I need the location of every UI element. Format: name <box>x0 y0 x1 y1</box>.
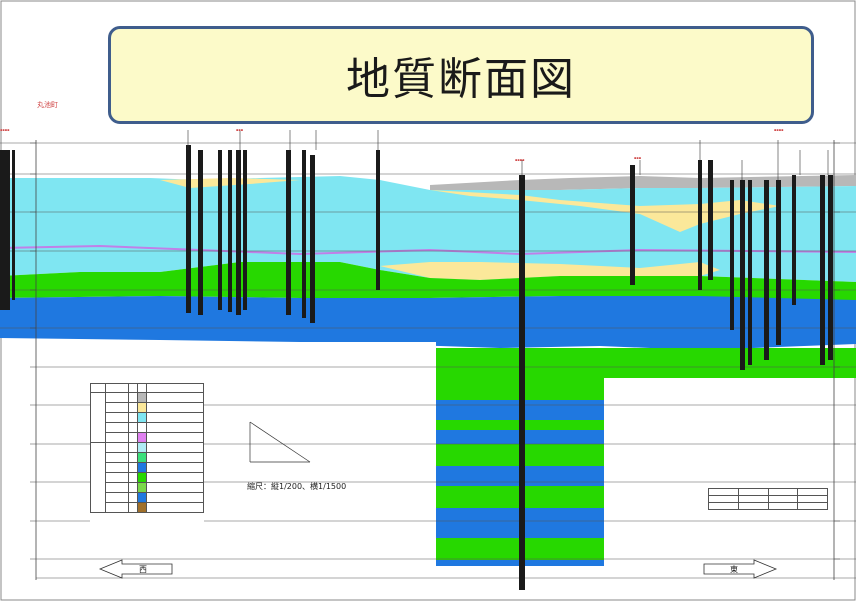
east-arrow-shape <box>703 559 778 579</box>
borehole-label: ▪▪▪▪ <box>774 128 784 132</box>
borehole-headers <box>187 130 829 180</box>
borehole <box>228 150 232 312</box>
scale-triangle <box>249 421 311 463</box>
right-white-block <box>604 378 832 566</box>
borehole <box>820 175 825 365</box>
legend-table <box>90 383 204 528</box>
borehole <box>630 165 635 285</box>
stratum-blue <box>0 296 856 350</box>
borehole <box>776 180 781 345</box>
borehole <box>243 150 247 310</box>
scale-text: 縮尺：縦1/200、横1/1500 <box>247 482 347 491</box>
boreholes <box>0 145 833 590</box>
page-title: 地質断面図 <box>346 54 576 105</box>
place-label: 丸池町 <box>37 101 58 109</box>
notes-table <box>708 488 828 510</box>
stratum-cyan <box>0 176 856 282</box>
left-axis-ticks <box>30 142 36 560</box>
borehole <box>708 160 713 280</box>
borehole-label: ▪▪▪▪ <box>0 128 10 132</box>
right-green-step <box>604 348 856 378</box>
borehole <box>792 175 796 305</box>
borehole <box>186 145 191 313</box>
borehole-deep <box>519 175 525 590</box>
borehole <box>198 150 203 315</box>
borehole <box>218 150 222 310</box>
east-label: 東 <box>730 565 738 574</box>
borehole <box>376 150 380 290</box>
borehole <box>0 150 10 310</box>
west-arrow-shape <box>98 559 173 579</box>
west-label: 西 <box>139 565 147 574</box>
stratum-green <box>0 262 856 300</box>
borehole <box>302 150 306 318</box>
borehole <box>12 150 15 300</box>
stratum-purple-seam <box>0 244 856 256</box>
borehole <box>764 180 769 360</box>
borehole-label: ▪▪▪ <box>236 128 244 132</box>
borehole <box>828 175 833 360</box>
stratum-yellow-2 <box>430 190 780 232</box>
borehole <box>236 150 241 315</box>
borehole-label: ▪▪▪▪ <box>515 158 525 162</box>
title-box: 地質断面図 <box>108 26 814 124</box>
right-axis-ticks <box>834 142 840 560</box>
borehole <box>730 180 734 330</box>
borehole <box>740 180 745 370</box>
borehole <box>698 160 702 290</box>
borehole <box>310 155 315 323</box>
borehole-label: ▪▪▪ <box>634 156 642 160</box>
borehole <box>748 180 752 365</box>
borehole <box>286 150 291 315</box>
